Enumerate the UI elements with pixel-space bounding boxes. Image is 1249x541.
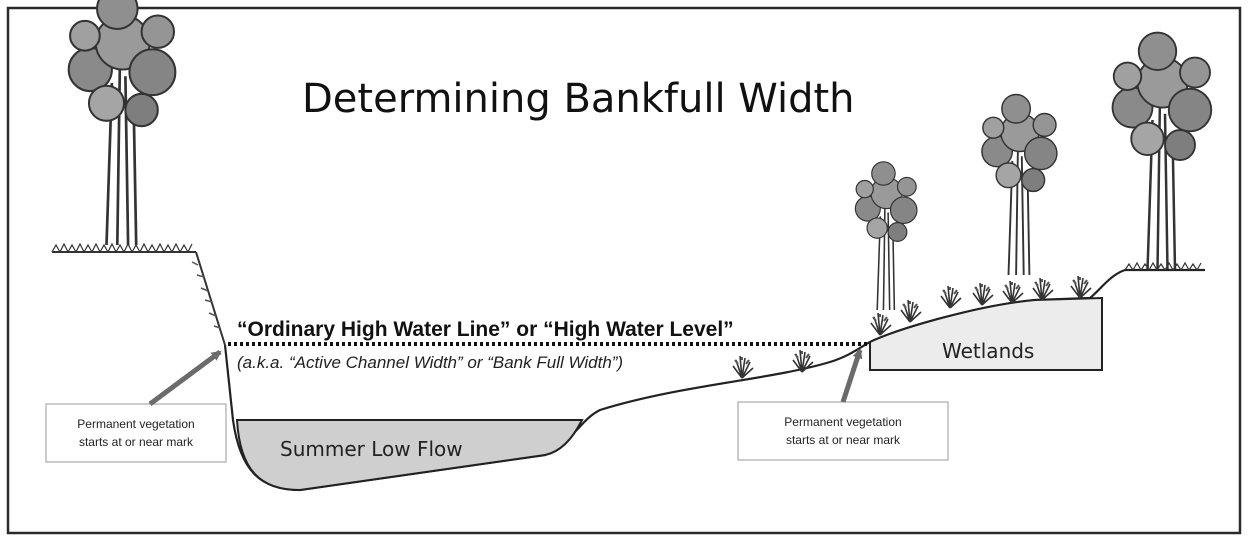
aka-label: (a.k.a. “Active Channel Width” or “Bank … xyxy=(237,353,623,372)
diagram-title: Determining Bankfull Width xyxy=(302,76,855,122)
callout-right: Permanent vegetation starts at or near m… xyxy=(737,401,949,461)
left-bank-slope xyxy=(195,251,226,346)
high-water-line-label: “Ordinary High Water Line” or “High Wate… xyxy=(237,318,734,341)
left-bank-grass xyxy=(51,242,196,254)
wetlands-label: Wetlands xyxy=(942,339,1034,363)
wetlands-area xyxy=(869,296,1103,371)
summer-low-flow-label: Summer Low Flow xyxy=(280,437,463,461)
callout-left: Permanent vegetation starts at or near m… xyxy=(45,403,227,463)
callout-left-line2: starts at or near mark xyxy=(79,435,194,449)
summer-low-flow-area xyxy=(235,419,584,492)
arrow-left-icon xyxy=(148,349,222,407)
callout-right-line1: Permanent vegetation xyxy=(784,415,901,429)
callout-left-line1: Permanent vegetation xyxy=(77,417,194,431)
right-bank-grass xyxy=(1124,261,1202,272)
callout-right-line2: starts at or near mark xyxy=(786,433,901,447)
arrow-right-icon xyxy=(840,348,863,403)
